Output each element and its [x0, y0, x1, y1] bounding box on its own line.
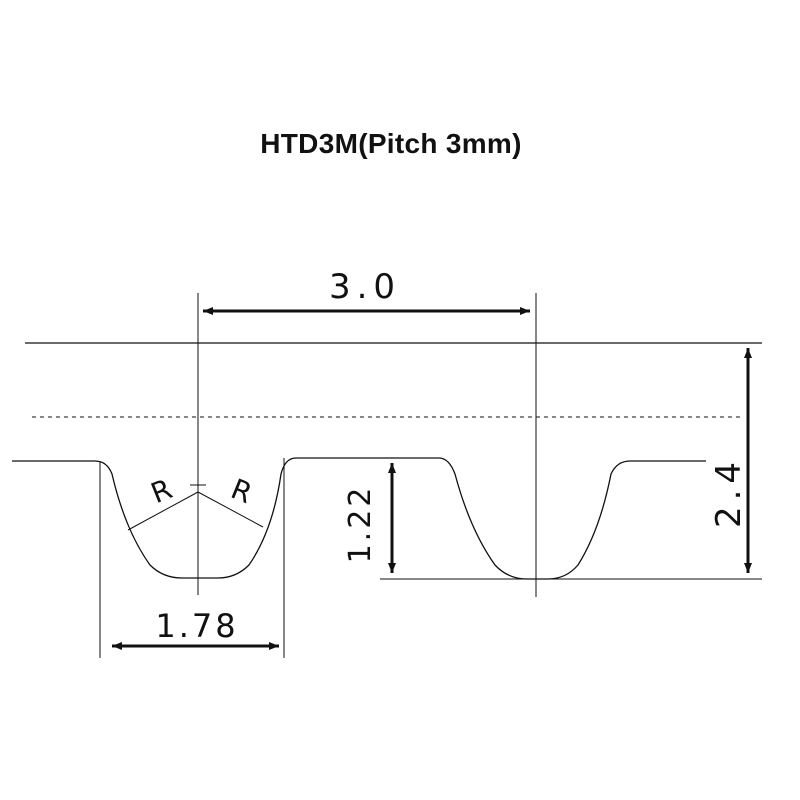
tooth-width-label: 1.78 — [155, 607, 238, 645]
radius-line-left — [127, 491, 199, 531]
diagram-title: HTD3M(Pitch 3mm) — [260, 128, 522, 159]
radius-label-left: R — [146, 472, 176, 510]
radius-line-right — [197, 491, 264, 528]
tooth-height-label: 1.22 — [343, 485, 378, 564]
pitch-dimension-label: 3.0 — [329, 267, 401, 307]
total-height-label: 2.4 — [709, 456, 749, 528]
radius-label-right: R — [226, 472, 256, 510]
